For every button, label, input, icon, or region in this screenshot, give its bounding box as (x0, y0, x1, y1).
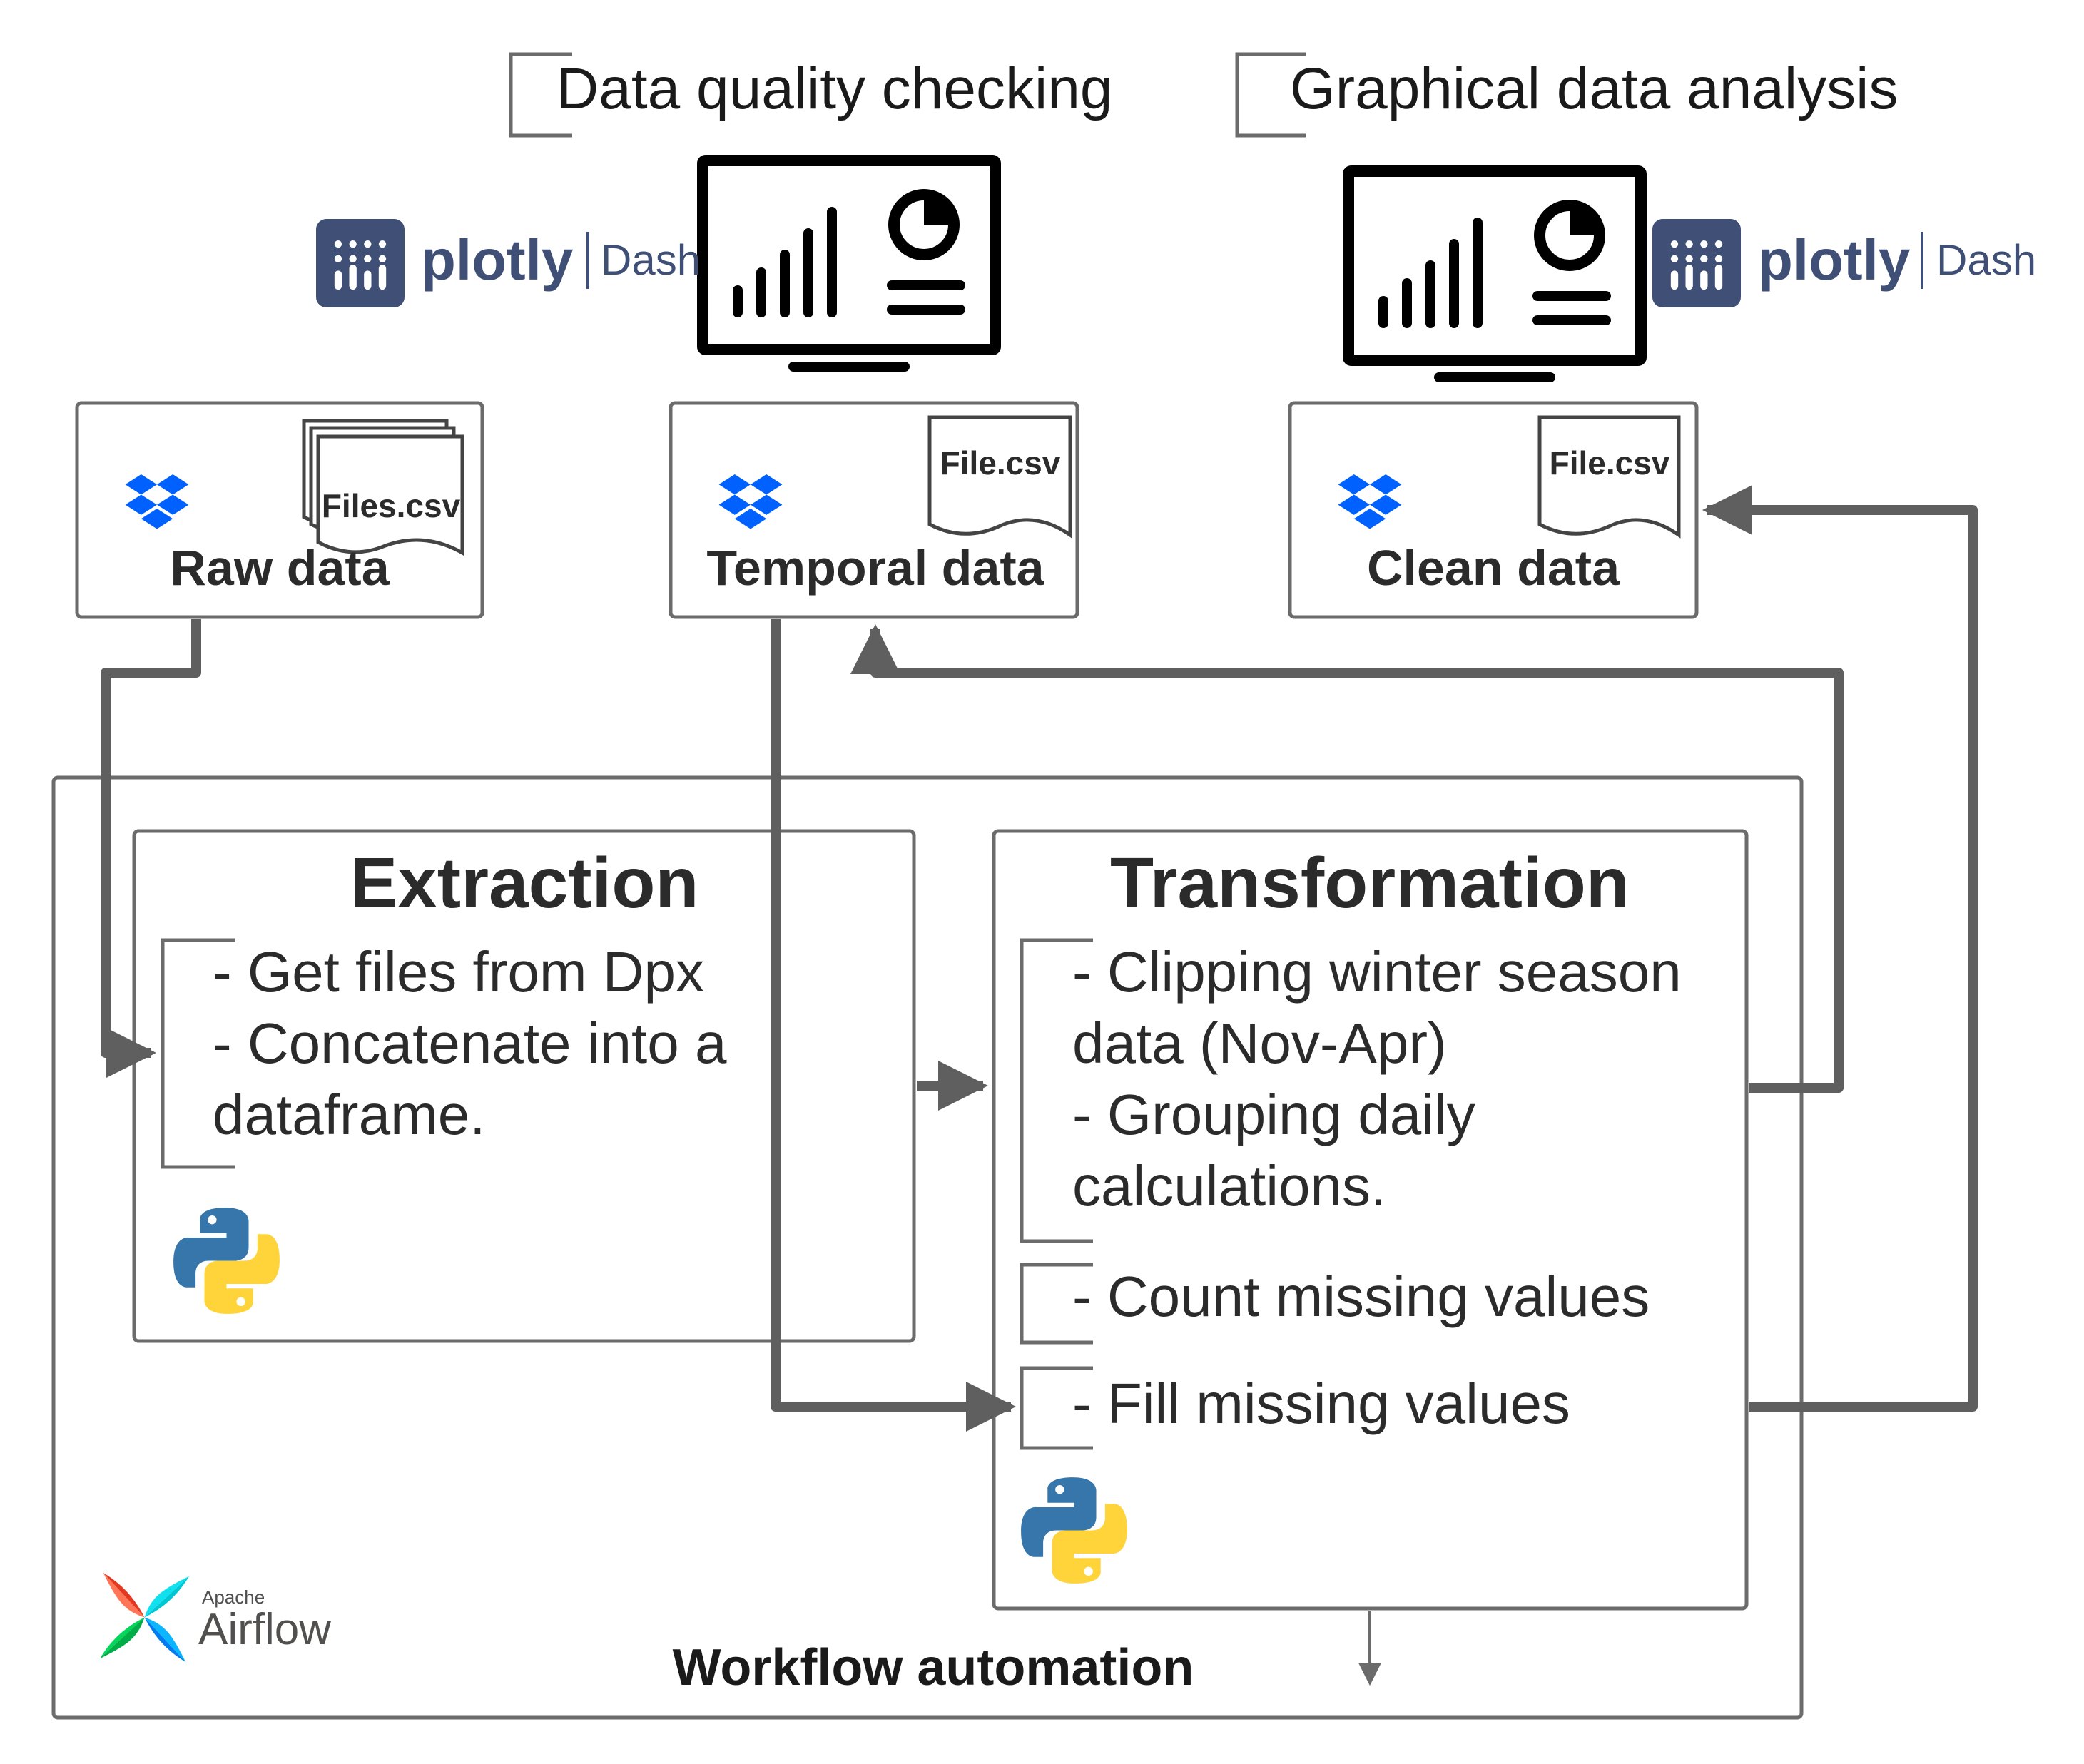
temporal-file-label: File.csv (940, 444, 1061, 481)
raw-data-title: Raw data (170, 540, 390, 596)
transformation-step: - Clipping winter season (1072, 940, 1682, 1004)
raw-data-box: Files.csv Raw data (75, 401, 484, 619)
workflow-automation-container (51, 775, 1804, 1720)
fill-missing-to-clean-connector (1702, 485, 1978, 1412)
extraction-step: - Get files from Dpx (213, 940, 704, 1004)
count-missing-step: - Count missing values (1072, 1265, 1650, 1328)
clean-data-box: File.csv Clean data (1288, 401, 1699, 619)
dash-wordmark: Dash (1936, 236, 2036, 284)
transformation-bracket (1020, 938, 1093, 1243)
plotly-wordmark: plotly (1758, 228, 1911, 292)
transformation-box: Transformation - Clipping winter season … (992, 829, 1749, 1611)
airflow-apache-label: Apache (202, 1586, 265, 1608)
raw-file-label: Files.csv (322, 487, 461, 524)
extraction-steps: - Get files from Dpx - Concatenate into … (213, 940, 743, 1146)
workflow-automation-label: Workflow automation (673, 1639, 1194, 1696)
transformation-step: calculations. (1072, 1154, 1386, 1218)
extraction-step: - Concatenate into a (213, 1011, 727, 1075)
temporal-to-fill-missing-connector (771, 619, 1016, 1432)
clean-data-title: Clean data (1367, 540, 1620, 596)
count-missing-bracket (1020, 1263, 1093, 1345)
transformation-step: data (Nov-Apr) (1072, 1011, 1447, 1075)
transformation-step: - Grouping daily (1072, 1083, 1475, 1146)
monitor-dashboard-icon (703, 160, 995, 372)
airflow-logo-icon (99, 1572, 190, 1663)
fill-missing-step: - Fill missing values (1072, 1372, 1570, 1435)
transformation-steps: - Clipping winter season data (Nov-Apr) … (1072, 940, 1697, 1218)
clean-file-label: File.csv (1550, 444, 1670, 481)
file-stack-icon (302, 419, 464, 556)
data-quality-label: Data quality checking (556, 56, 1112, 121)
fill-missing-bracket (1020, 1366, 1093, 1450)
file-icon (1537, 415, 1681, 539)
raw-to-extraction-connector (101, 619, 201, 1078)
graphical-analysis-annotation: Graphical data analysis (1235, 52, 1898, 138)
plotly-dash-logo-left: plotly Dash (316, 219, 701, 307)
airflow-wordmark: Airflow (198, 1605, 331, 1654)
extraction-title: Extraction (350, 843, 698, 923)
data-quality-annotation: Data quality checking (509, 52, 1112, 138)
plotly-logo-icon (316, 219, 405, 307)
monitor-dashboard-icon (1348, 171, 1641, 382)
extraction-step: dataframe. (213, 1083, 485, 1146)
plotly-wordmark: plotly (421, 228, 574, 292)
extraction-box: Extraction - Get files from Dpx - Concat… (132, 829, 916, 1343)
transformation-title: Transformation (1110, 843, 1630, 923)
dash-wordmark: Dash (601, 236, 701, 284)
extraction-bracket (161, 938, 235, 1169)
transformation-to-temporal-connector (850, 624, 1844, 1093)
file-icon (927, 415, 1072, 539)
temporal-data-box: File.csv Temporal data (669, 401, 1079, 619)
graphical-analysis-label: Graphical data analysis (1290, 56, 1898, 121)
plotly-logo-icon (1652, 219, 1741, 307)
plotly-dash-logo-right: plotly Dash (1652, 219, 2036, 307)
temporal-data-title: Temporal data (706, 540, 1044, 596)
airflow-logo: Apache Airflow (99, 1572, 331, 1663)
